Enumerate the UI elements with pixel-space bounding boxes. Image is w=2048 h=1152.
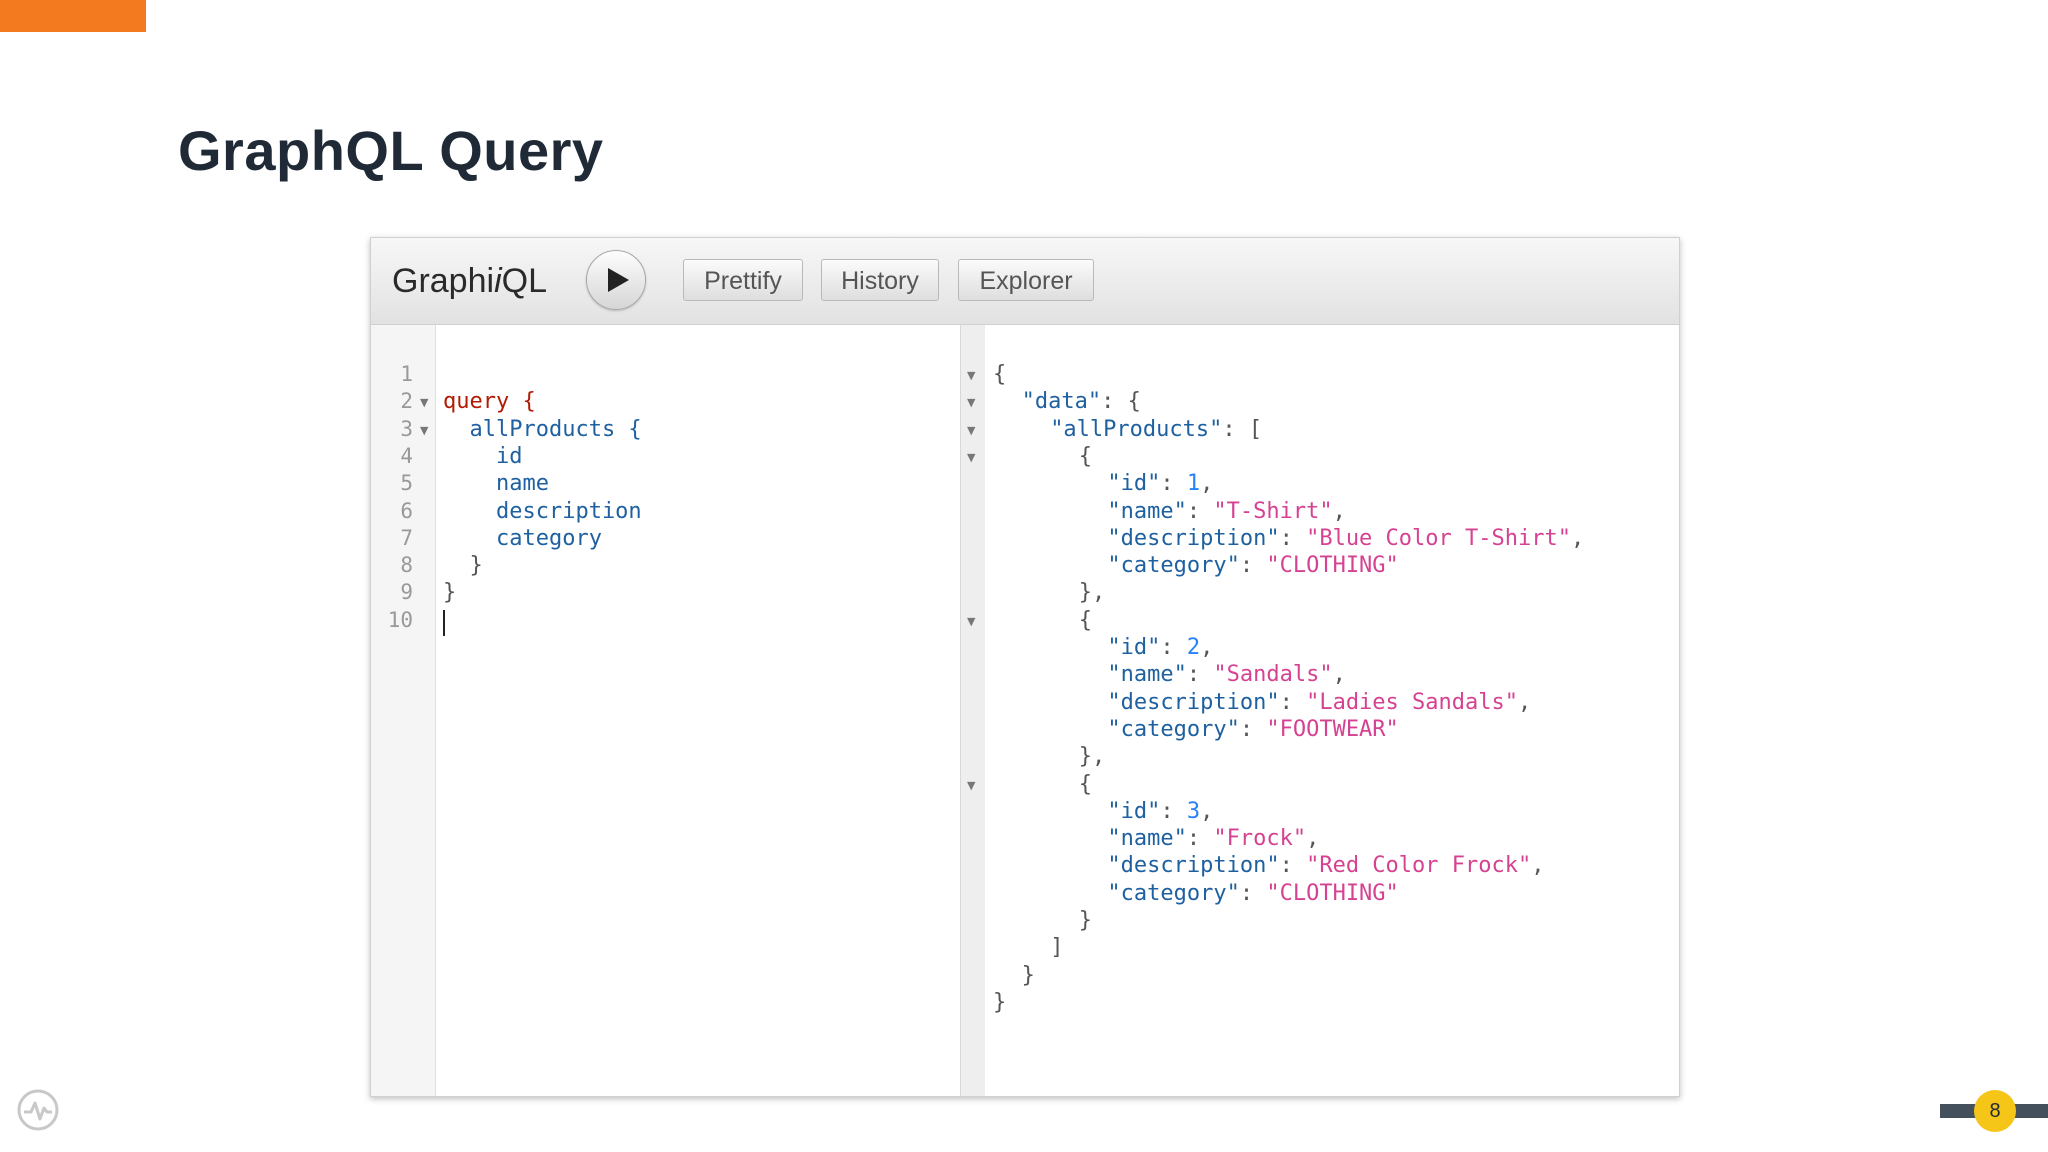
fold-arrow-icon[interactable]: ▼ (420, 396, 429, 410)
query-editor[interactable]: 1 2 ▼ query { 3 ▼ allProducts { 4 id 5 name 6 de… (371, 325, 960, 1096)
line-number-gutter (371, 325, 436, 1096)
result-line: "description": "Ladies Sandals", (1107, 689, 1532, 715)
json-key: "name" (1107, 498, 1187, 524)
fold-arrow-icon[interactable]: ▼ (967, 450, 976, 464)
result-line: "id": 2, (1107, 635, 1214, 660)
pulse-logo-icon (17, 1089, 59, 1131)
pane-divider[interactable] (960, 325, 986, 1096)
result-line: "category": "FOOTWEAR" (1107, 716, 1399, 742)
query-code-line: description (443, 498, 642, 524)
result-line: ] (1050, 935, 1064, 961)
json-key: "category" (1107, 880, 1240, 906)
result-line: "name": "Sandals", (1107, 662, 1346, 688)
json-key: "description" (1107, 689, 1280, 715)
result-line: "data": { (1021, 389, 1141, 415)
json-key: "id" (1107, 798, 1161, 824)
result-line: } (993, 989, 1007, 1015)
json-value: 3 (1186, 798, 1201, 824)
query-code-line: } (443, 580, 457, 606)
result-line: "name": "T-Shirt", (1107, 498, 1346, 524)
accent-bar (0, 0, 146, 32)
text-cursor (443, 610, 445, 636)
fold-arrow-icon[interactable]: ▼ (967, 423, 976, 437)
query-code-line: category (443, 525, 602, 551)
query-code-line: id (443, 443, 523, 469)
page-number-badge: 8 (1974, 1090, 2016, 1132)
result-line: { (1078, 443, 1093, 469)
result-line: "category": "CLOTHING" (1107, 880, 1399, 906)
line-number: 1 (400, 362, 413, 386)
json-value: 2 (1186, 635, 1201, 660)
execute-query-button[interactable] (586, 250, 646, 310)
fold-arrow-icon[interactable]: ▼ (967, 614, 976, 628)
slide-title: GraphQL Query (178, 119, 604, 182)
line-number: 10 (387, 607, 413, 632)
result-line: "id": 3, (1107, 798, 1214, 824)
graphiql-logo: GraphiiQL (392, 262, 547, 301)
result-line: "description": "Red Color Frock", (1107, 853, 1545, 879)
json-value: "CLOTHING" (1266, 553, 1399, 579)
logo-italic: i (494, 262, 502, 300)
result-line: { (1078, 607, 1093, 633)
play-icon (608, 268, 629, 292)
json-key: "id" (1107, 635, 1161, 660)
query-code-line: query { (443, 389, 536, 415)
result-line: { (993, 362, 1007, 387)
json-key: "data" (1021, 389, 1102, 415)
result-line: "allProducts": [ (1050, 416, 1263, 442)
json-key: "description" (1107, 853, 1280, 879)
result-line: }, (1078, 580, 1106, 606)
explorer-button[interactable]: Explorer (958, 259, 1094, 301)
json-key: "id" (1107, 471, 1161, 497)
fold-arrow-icon[interactable]: ▼ (967, 778, 976, 792)
json-value: "Sandals" (1213, 662, 1333, 688)
result-line: "description": "Blue Color T-Shirt", (1107, 525, 1585, 551)
graphiql-toolbar: GraphiiQL Prettify History Explorer (371, 238, 1679, 325)
json-value: "T-Shirt" (1213, 498, 1333, 524)
logo-suffix: QL (501, 262, 547, 300)
fold-arrow-icon[interactable]: ▼ (967, 396, 976, 410)
result-line: }, (1078, 744, 1106, 770)
logo-prefix: Graphi (392, 262, 495, 300)
json-key: "name" (1107, 826, 1187, 852)
result-line: "name": "Frock", (1107, 826, 1320, 852)
json-key: "description" (1107, 525, 1280, 551)
query-code-line: allProducts { (443, 416, 642, 442)
fold-arrow-icon[interactable]: ▼ (967, 369, 976, 382)
line-number: 6 (400, 498, 413, 523)
json-value: "Blue Color T-Shirt" (1306, 525, 1571, 551)
result-line: "id": 1, (1107, 471, 1214, 497)
json-value: "Red Color Frock" (1306, 853, 1532, 879)
fold-arrow-icon[interactable]: ▼ (420, 423, 429, 437)
result-line: "category": "CLOTHING" (1107, 553, 1399, 579)
result-line: } (1078, 908, 1093, 933)
json-value: "CLOTHING" (1266, 880, 1399, 906)
line-number: 7 (400, 525, 413, 550)
json-value: "Frock" (1213, 826, 1307, 852)
line-number: 3 (400, 416, 413, 441)
line-number: 4 (400, 443, 413, 468)
prettify-button[interactable]: Prettify (683, 259, 803, 301)
json-key: "category" (1107, 716, 1240, 742)
line-number: 2 (400, 389, 413, 414)
graphiql-window: GraphiiQL Prettify History Explorer 1 2 ▼ q… (370, 237, 1680, 1097)
json-value: "FOOTWEAR" (1266, 716, 1399, 742)
query-code-line: name (443, 471, 549, 497)
json-value: 1 (1186, 471, 1201, 497)
result-line: { (1078, 771, 1093, 797)
query-code-line: } (443, 553, 483, 579)
json-key: "name" (1107, 662, 1187, 688)
line-number: 8 (400, 553, 413, 578)
json-key: "allProducts" (1050, 416, 1223, 442)
line-number: 9 (400, 580, 413, 605)
json-value: "Ladies Sandals" (1306, 689, 1518, 715)
line-number: 5 (400, 471, 413, 496)
json-key: "category" (1107, 553, 1240, 579)
history-button[interactable]: History (821, 259, 939, 301)
result-line: } (1021, 962, 1035, 988)
result-viewer: ▼{▼"data": {▼"allProducts": [▼{"id": 1,"… (967, 325, 1679, 1096)
